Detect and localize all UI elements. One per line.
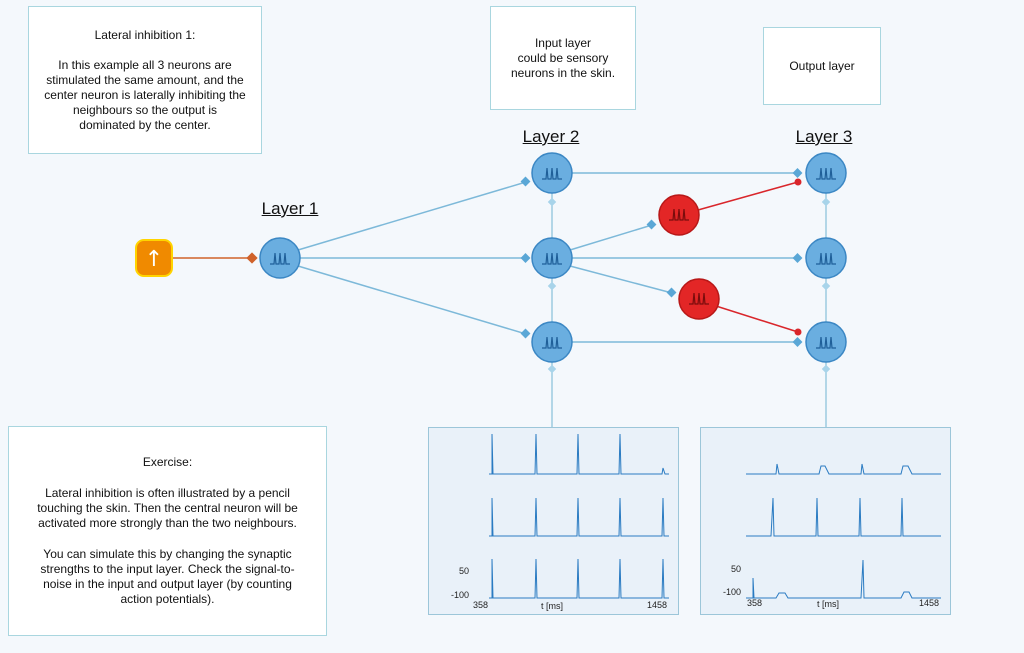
trace-layer2-top — [489, 433, 669, 475]
lateral-inhibition-title: Lateral inhibition 1: — [94, 27, 196, 42]
layer3-t-end: 1458 — [919, 598, 940, 608]
connection-l2-inhib-top[interactable] — [569, 224, 653, 251]
neuron-layer3-top[interactable] — [805, 152, 847, 194]
layer-3-label: Layer 3 — [795, 127, 853, 146]
inhibitory-synapse-bottom[interactable] — [794, 328, 802, 336]
exercise-title: Exercise: — [142, 455, 193, 469]
synapse-l2-inhib-bottom[interactable] — [666, 287, 677, 298]
synapse-l2-l3-bottom[interactable] — [792, 337, 803, 347]
trace-layer2-bottom — [489, 558, 669, 599]
layer3-t-start: 358 — [747, 598, 763, 608]
trace-layer3-bottom — [746, 559, 941, 599]
neuron-layer2-top[interactable] — [531, 152, 573, 194]
neuron-layer3-bottom[interactable] — [805, 321, 847, 363]
lateral-inhibition-body: In this example all 3 neurons are stimul… — [44, 57, 246, 132]
connection-l1-l2-top[interactable] — [297, 181, 527, 251]
probe-marker-l3-top[interactable] — [821, 197, 831, 207]
inhibitory-synapse-top[interactable] — [794, 178, 802, 186]
layer-2-label: Layer 2 — [522, 127, 580, 146]
layer2-t-end: 1458 — [647, 600, 668, 610]
neuron-layer3-mid[interactable] — [805, 237, 847, 279]
synapse-l1-l2-bottom[interactable] — [520, 328, 531, 339]
synapse-l1-l2-mid[interactable] — [520, 253, 531, 263]
trace-layer3-top — [746, 463, 941, 475]
synapse-l2-l3-mid[interactable] — [792, 253, 803, 263]
synapse-l1-l2-top[interactable] — [520, 176, 531, 187]
neuron-layer2-mid[interactable] — [531, 237, 573, 279]
probe-marker-l2-top[interactable] — [547, 197, 557, 207]
layer3-voltage-plot[interactable]: 50 -100 358 t [ms] 1458 — [700, 427, 951, 615]
inhibitory-connection-top[interactable] — [697, 181, 799, 211]
synapse-l2-inhib-top[interactable] — [646, 219, 657, 230]
inhibitory-connection-bottom[interactable] — [715, 305, 799, 333]
neuron-inhibitory-top[interactable] — [658, 194, 700, 236]
layer2-t-label: t [ms] — [541, 601, 563, 611]
exercise-paragraph-2: You can simulate this by changing the sy… — [40, 547, 295, 606]
connection-l1-l2-bottom[interactable] — [297, 265, 527, 335]
probe-marker-l2-bottom[interactable] — [547, 364, 557, 374]
layer3-t-label: t [ms] — [817, 599, 839, 609]
connection-l2-inhib-bottom[interactable] — [569, 265, 673, 294]
layer-1-label: Layer 1 — [261, 199, 319, 218]
layer2-y-min: -100 — [451, 590, 470, 600]
neuron-layer1[interactable] — [259, 237, 301, 279]
probe-marker-l2-mid[interactable] — [547, 281, 557, 291]
layer2-t-start: 358 — [473, 600, 489, 610]
layer3-y-max: 50 — [731, 564, 742, 574]
layer2-voltage-plot[interactable]: 50 -100 358 t [ms] 1458 — [428, 427, 679, 615]
probe-marker-l3-bottom[interactable] — [821, 364, 831, 374]
arrow-up-icon: ↑ — [145, 247, 163, 272]
synapse-l2-l3-top[interactable] — [792, 168, 803, 178]
input-layer-text: Input layer could be sensory neurons in … — [510, 35, 616, 80]
exercise-paragraph-1: Lateral inhibition is often illustrated … — [37, 486, 298, 530]
layer3-y-min: -100 — [723, 587, 742, 597]
trace-layer2-mid — [489, 497, 669, 537]
stimulus-button[interactable]: ↑ — [135, 239, 173, 277]
neuron-inhibitory-bottom[interactable] — [678, 278, 720, 320]
output-layer-note: Output layer — [763, 27, 881, 105]
exercise-note: Exercise: Lateral inhibition is often il… — [8, 426, 327, 636]
probe-marker-l3-mid[interactable] — [821, 281, 831, 291]
output-layer-text: Output layer — [789, 58, 855, 73]
trace-layer3-mid — [746, 497, 941, 537]
neuron-layer2-bottom[interactable] — [531, 321, 573, 363]
layer2-y-max: 50 — [459, 566, 470, 576]
stimulus-synapse[interactable] — [246, 252, 258, 264]
input-layer-note: Input layer could be sensory neurons in … — [490, 6, 636, 110]
lateral-inhibition-note: Lateral inhibition 1: In this example al… — [28, 6, 262, 154]
